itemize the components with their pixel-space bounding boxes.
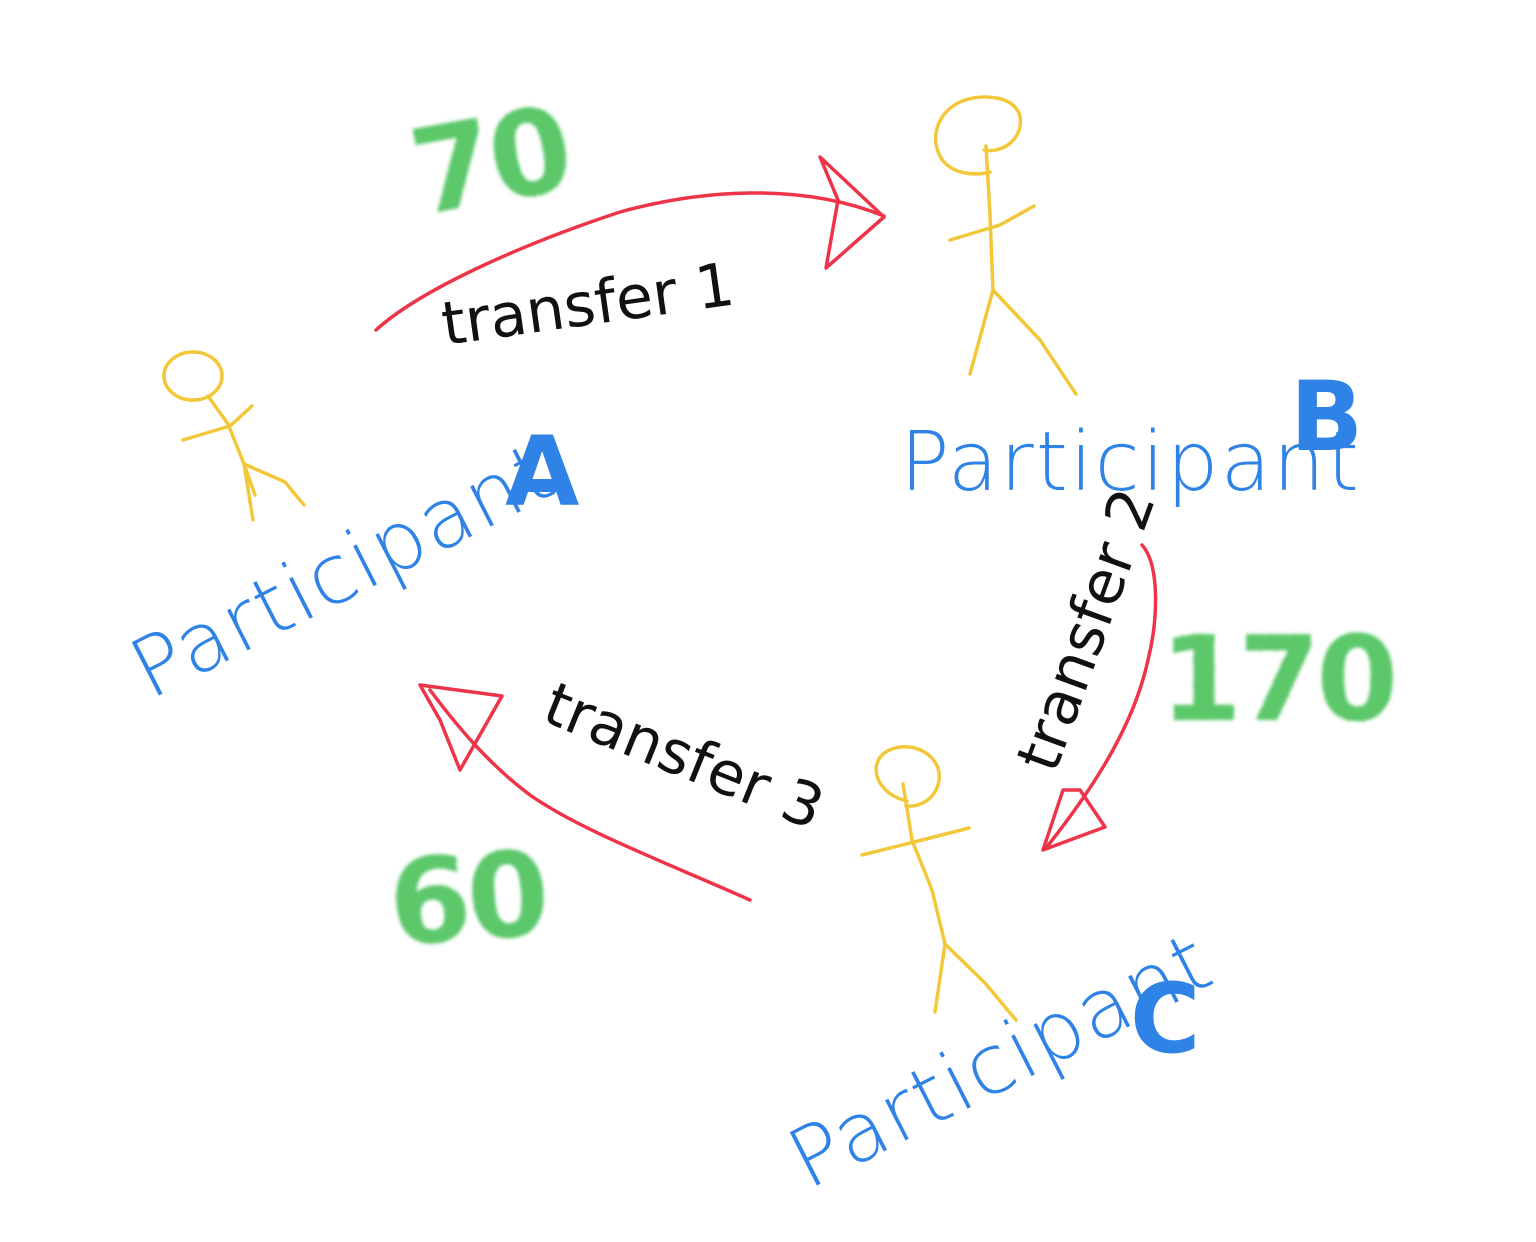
- figure-arms: [948, 204, 1036, 242]
- arrow-head: [418, 683, 504, 772]
- participant-c-figure: [860, 745, 1018, 1022]
- figure-head: [162, 350, 224, 402]
- arrow-shaft: [374, 191, 886, 332]
- figure-head: [934, 95, 1023, 176]
- figure-body: [206, 394, 255, 522]
- participant-b-figure: [934, 95, 1078, 396]
- transfer-2-amount: 170: [1160, 610, 1394, 748]
- participant-c-letter: C: [1130, 963, 1200, 1075]
- transfer-3-label: transfer 3: [534, 669, 833, 844]
- figure-legs: [242, 462, 306, 507]
- participant-b-letter: B: [1290, 361, 1363, 473]
- arrow-head: [1041, 788, 1107, 852]
- figure-body: [968, 144, 995, 376]
- figure-arms: [181, 404, 254, 442]
- participant-b-label: Participant: [900, 415, 1361, 510]
- figure-body: [901, 782, 947, 1014]
- transfer-2-label: transfer 2: [1003, 480, 1169, 780]
- transfer-3-arrow: [418, 683, 752, 902]
- figure-legs: [943, 942, 1018, 1022]
- transfer-3-amount: 60: [384, 824, 549, 973]
- participant-a-letter: A: [505, 416, 579, 528]
- arrow-shaft: [1044, 543, 1158, 850]
- figure-head: [874, 745, 941, 808]
- arrow-head: [818, 155, 886, 270]
- transfer-1-amount: 70: [401, 80, 579, 243]
- participant-a-figure: [162, 350, 306, 522]
- transfer-2-arrow: [1041, 543, 1158, 852]
- arrow-shaft: [428, 688, 752, 902]
- figure-legs: [991, 288, 1078, 396]
- transfer-1-arrow: [374, 155, 886, 332]
- participant-a-label: Participant: [116, 424, 570, 718]
- figure-arms: [860, 826, 971, 857]
